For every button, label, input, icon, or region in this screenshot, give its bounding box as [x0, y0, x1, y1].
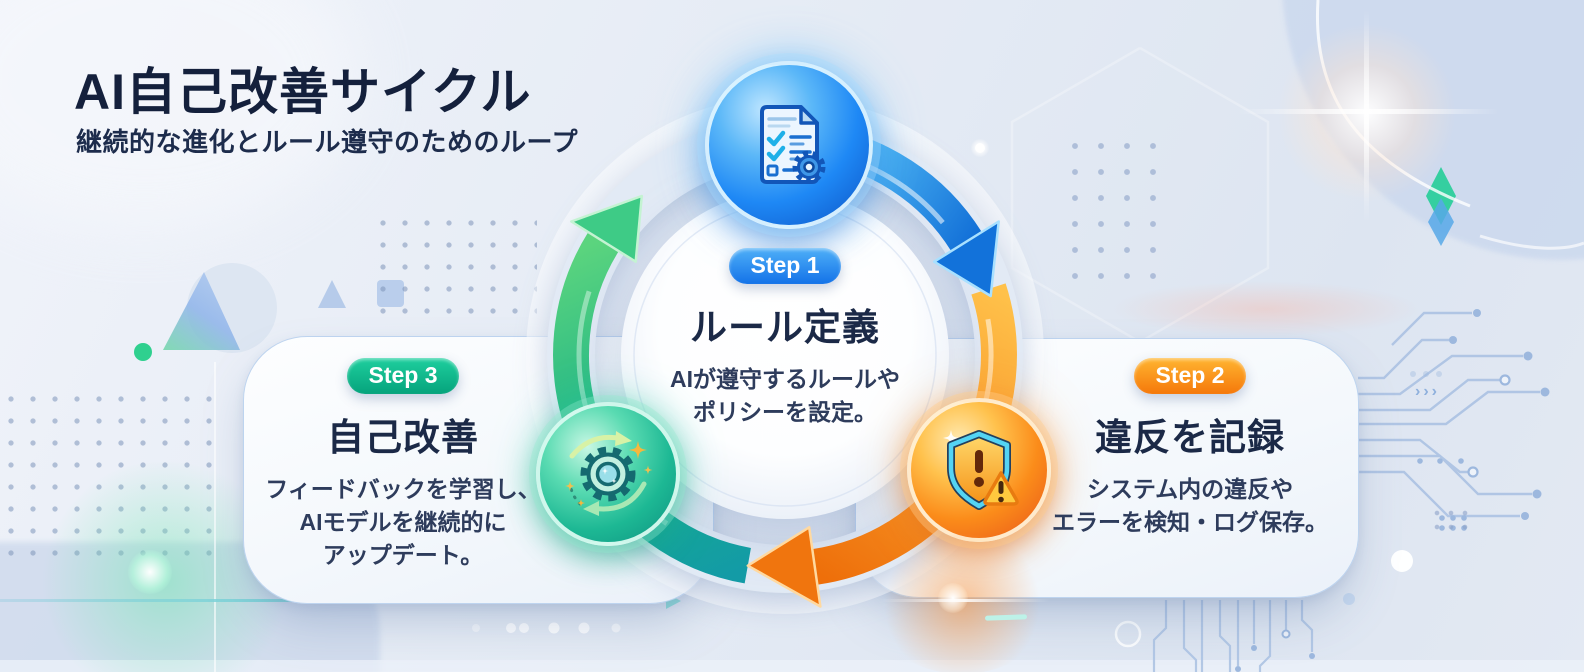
bottom-strip: [0, 660, 1584, 672]
dot-grid-pattern: [372, 212, 537, 320]
step2-description: システム内の違反や エラーを検知・ログ保存。: [1052, 473, 1328, 539]
orange-arrowhead-icon: [746, 526, 822, 608]
dot-grid-pattern: [0, 388, 225, 563]
teal-dash: [984, 614, 1028, 621]
step2-desc-line: システム内の違反や: [1086, 476, 1294, 502]
triangle-shape: [163, 272, 240, 350]
step2-desc-line: エラーを検知・ログ保存。: [1052, 508, 1328, 535]
step1-panel: Step 1 ルール定義 AIが遵守するルールや ポリシーを設定。: [615, 248, 955, 429]
vertical-line: [214, 362, 216, 672]
circle-shape: [187, 263, 277, 353]
dot-grid-pattern: [1062, 133, 1174, 285]
step3-description: フィードバックを学習し、 AIモデルを継続的に アップデート。: [265, 473, 541, 572]
page-subtitle: 継続的な進化とルール遵守のためのループ: [76, 127, 578, 157]
background-blob: [1282, 0, 1584, 260]
dot-grid-pattern: [1430, 506, 1476, 536]
step2-badge: Step 2: [1134, 358, 1246, 394]
step3-panel: Step 3 自己改善 フィードバックを学習し、 AIモデルを継続的に アップデ…: [243, 358, 563, 572]
orange-glow-streak: [880, 599, 1050, 602]
circuit-nodes: [1410, 309, 1550, 531]
circle-outline-dot: [1114, 620, 1142, 648]
chevrons-decor: ›››: [1415, 383, 1440, 400]
step1-desc-line: ポリシーを設定。: [693, 398, 877, 425]
blue-dot: [1343, 593, 1355, 605]
step3-badge: Step 3: [347, 358, 459, 394]
step1-title: ルール定義: [690, 307, 880, 348]
step3-title: 自己改善: [327, 417, 479, 458]
step2-panel: Step 2 違反を記録 システム内の違反や エラーを検知・ログ保存。: [1030, 358, 1350, 539]
pink-flare: [1110, 281, 1420, 337]
step1-description: AIが遵守するルールや ポリシーを設定。: [670, 363, 900, 429]
triangle-shape: [318, 280, 346, 308]
document-checklist-gear-icon: [705, 61, 873, 229]
step1-desc-line: AIが遵守するルールや: [670, 366, 900, 392]
step3-desc-line: アップデート。: [322, 541, 484, 568]
step3-desc-line: フィードバックを学習し、: [265, 476, 541, 502]
sparkle-dot: [971, 139, 989, 157]
step2-title: 違反を記録: [1095, 417, 1285, 458]
circuit-pattern: [1358, 311, 1540, 518]
step3-desc-line: AIモデルを継続的に: [299, 508, 507, 535]
page-title: AI自己改善サイクル: [74, 64, 532, 120]
step1-badge: Step 1: [729, 248, 841, 284]
green-dot: [134, 343, 152, 361]
